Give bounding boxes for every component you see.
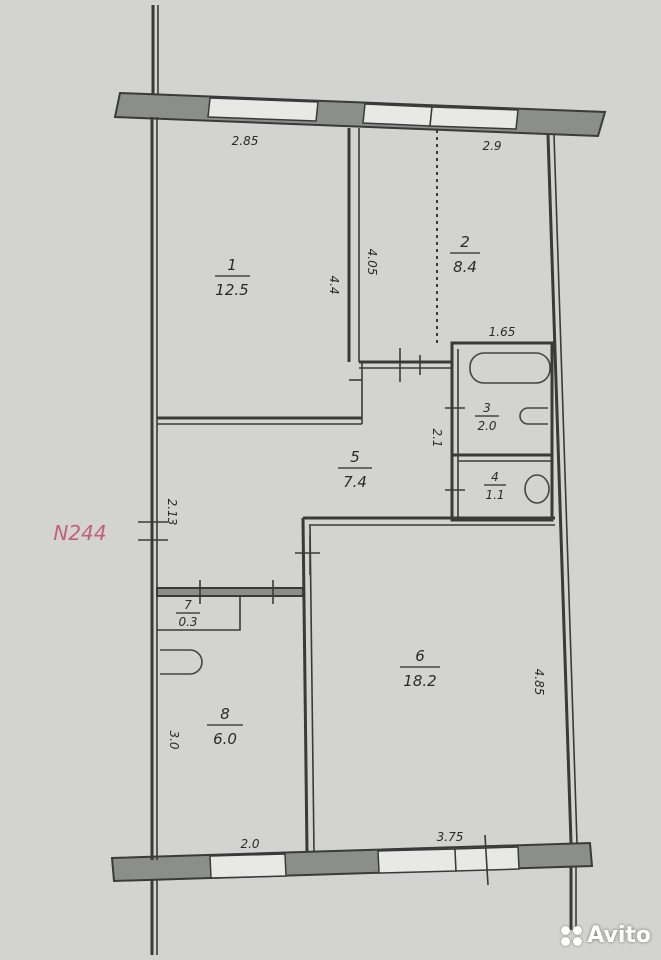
room-6-label: 6 18.2 [400,647,440,690]
top-window-mid [362,103,433,127]
room-3-area: 2.0 [477,419,496,433]
avito-watermark: Avito [561,923,651,948]
toilet-icon [524,474,550,504]
dim-top-left: 2.85 [232,134,259,148]
room-1-label: 1 12.5 [215,256,250,299]
room-6-number: 6 [415,647,425,665]
room-8-area: 6.0 [213,730,237,748]
room-5-area: 7.4 [343,473,367,491]
dim-bottom-right: 3.75 [437,830,464,844]
dim-bath-height: 2.1 [430,428,444,447]
room-4-number: 4 [491,470,499,484]
room-1-area: 12.5 [215,281,248,299]
room-3-number: 3 [483,401,491,415]
dim-room1-height: 4.4 [327,275,341,294]
avito-logo-icon [561,925,583,946]
dim-room8-height: 3.0 [167,730,181,749]
bottom-window-mark [484,834,489,886]
room-4-label: 4 1.1 [484,470,506,502]
room7-closet-outline [157,596,241,631]
room6-left-wall-inner [309,524,315,853]
plan-code: N244 [53,521,106,545]
bottom-window-mid [377,848,457,874]
dim-room2-height: 4.05 [365,249,379,276]
room-8-number: 8 [220,705,230,723]
bath-block [450,341,554,522]
room6-left-wall [301,517,309,853]
top-window-right [429,106,519,130]
right-outer-wall [546,134,573,844]
room-3-label: 3 2.0 [475,401,499,433]
dim-bath-width: 1.65 [489,325,516,339]
dim-bottom-left: 2.0 [240,837,259,851]
room-6-area: 18.2 [403,672,436,690]
room-7-number: 7 [184,598,192,612]
room-8-label: 8 6.0 [207,705,243,748]
right-outer-wall-inner [553,134,578,844]
bottom-exterior-wall [110,841,594,883]
room-2-number: 2 [460,233,470,251]
room-5-label: 5 7.4 [338,448,372,491]
room-2-label: 2 8.4 [450,233,480,276]
room-2-area: 8.4 [453,258,477,276]
top-window-left [207,97,319,122]
room8-fixture-icon [160,649,203,675]
room-4-area: 1.1 [485,488,504,502]
top-exterior-wall [113,91,607,138]
dim-room6-height: 4.85 [532,669,546,696]
bottom-window-left [209,853,287,879]
room-1-number: 1 [227,256,237,274]
room-7-area: 0.3 [178,615,197,629]
sink-icon [519,407,548,425]
dim-hall-width: 2.13 [165,499,179,526]
room8-top-wall [156,587,304,597]
room-5-number: 5 [350,448,360,466]
dim-top-right: 2.9 [482,139,501,153]
bathtub-icon [469,352,551,384]
room-7-label: 7 0.3 [176,598,200,629]
avito-watermark-text: Avito [587,923,651,948]
